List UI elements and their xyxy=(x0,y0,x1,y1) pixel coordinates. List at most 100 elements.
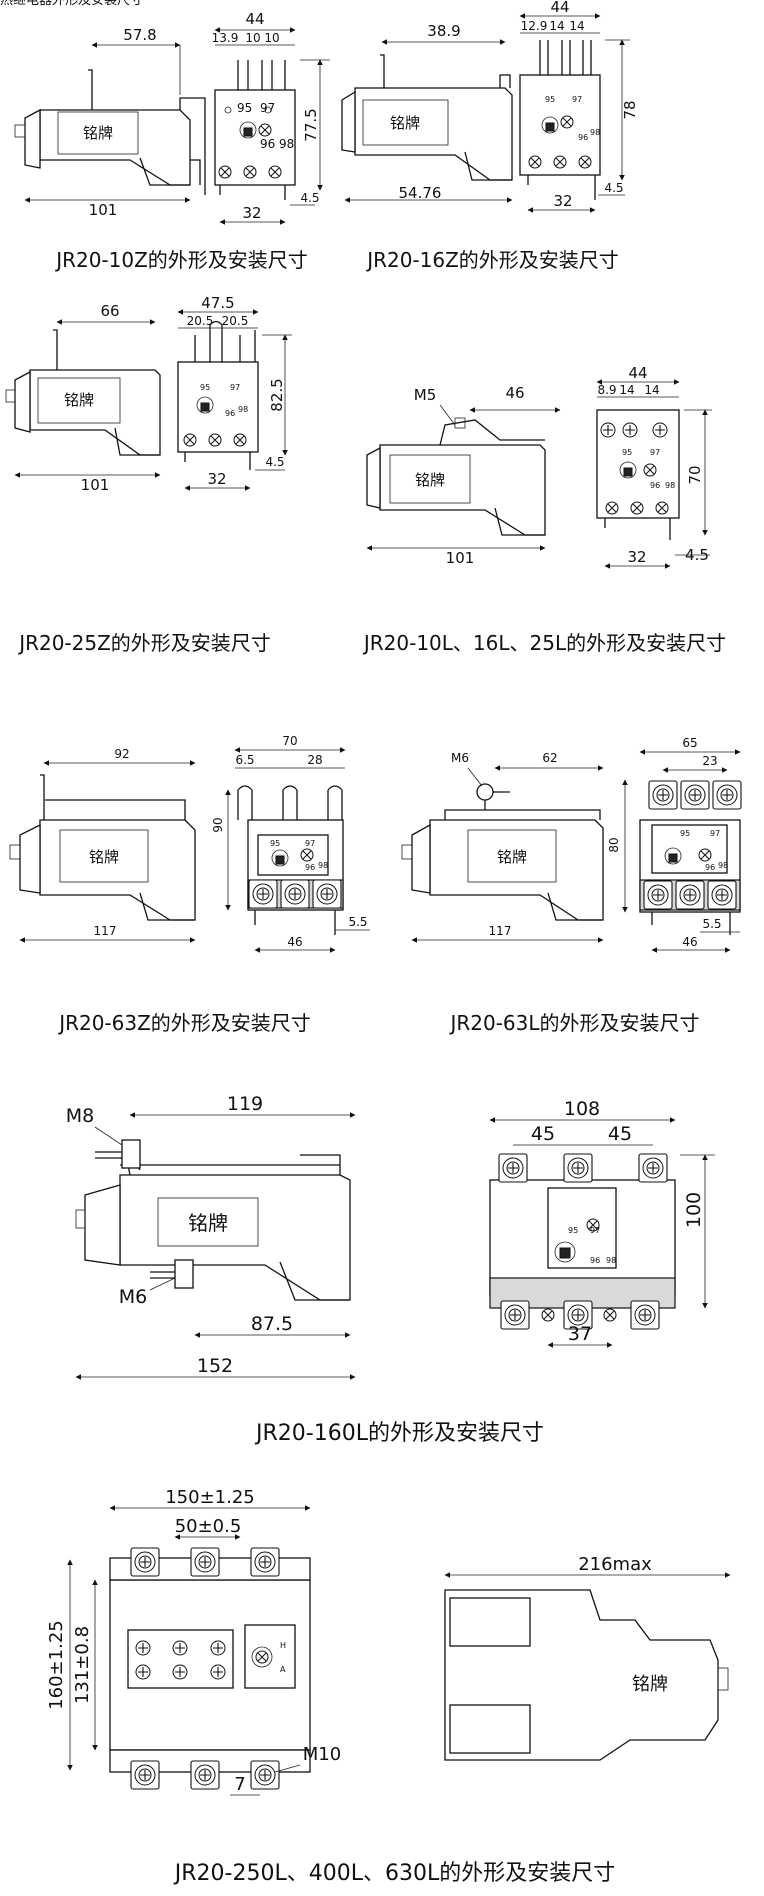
terminal-97: 97 xyxy=(710,829,720,838)
dim-82-5: 82.5 xyxy=(268,378,286,411)
terminal-96: 96 xyxy=(705,863,715,872)
dim-66: 66 xyxy=(100,302,119,320)
front-view xyxy=(214,60,296,200)
dim-23: 23 xyxy=(702,754,717,768)
dim-216max: 216max xyxy=(578,1554,652,1575)
terminal-97: 97 xyxy=(572,95,582,104)
header-fragment: 热继电器外形及安装尺寸 xyxy=(0,0,143,8)
dim-10-a: 10 xyxy=(245,31,260,45)
dim-101: 101 xyxy=(89,201,118,219)
terminal-95: 95 xyxy=(680,829,690,838)
terminal-95: 95 xyxy=(568,1226,578,1235)
dim-78: 78 xyxy=(621,100,639,119)
caption-jr20-16z: JR20-16Z的外形及安装尺寸 xyxy=(365,248,619,272)
caption-jr20-63l: JR20-63L的外形及安装尺寸 xyxy=(448,1011,699,1035)
dim-20-5-a: 20.5 xyxy=(187,314,214,328)
front-view xyxy=(596,409,680,540)
dim-101: 101 xyxy=(81,476,110,494)
dim-119: 119 xyxy=(227,1093,263,1115)
dim-77-5: 77.5 xyxy=(302,108,320,141)
dim-117: 117 xyxy=(489,924,512,938)
terminal-98: 98 xyxy=(279,137,294,151)
nameplate-label: 铭牌 xyxy=(415,471,445,489)
dim-m5: M5 xyxy=(414,386,437,404)
dim-152: 152 xyxy=(197,1355,233,1377)
dim-92: 92 xyxy=(114,747,129,761)
panel-jr20-10l-16l-25l: 铭牌 95 97 96 98 M5 46 101 44 8.9 14 14 70 xyxy=(362,364,726,655)
dim-28: 28 xyxy=(307,753,322,767)
dim-160: 160±1.25 xyxy=(46,1620,67,1710)
panel-jr20-250l-400l-630l: H A 150±1.25 50±0.5 160±1.25 131±0.8 M10… xyxy=(46,1487,731,1886)
dim-m6: M6 xyxy=(119,1286,147,1308)
caption-jr20-10z: JR20-10Z的外形及安装尺寸 xyxy=(54,248,308,272)
terminal-95: 95 xyxy=(545,95,555,104)
nameplate-label: 铭牌 xyxy=(497,848,527,866)
terminal-96: 96 xyxy=(578,133,588,142)
nameplate-label: 铭牌 xyxy=(83,124,113,142)
dim-32: 32 xyxy=(242,204,261,222)
terminal-98: 98 xyxy=(238,405,248,414)
dim-12-9: 12.9 xyxy=(521,19,548,33)
dim-5-5: 5.5 xyxy=(348,915,367,929)
dim-70: 70 xyxy=(282,734,297,748)
dim-32: 32 xyxy=(207,470,226,488)
terminal-97: 97 xyxy=(590,1226,600,1235)
dim-8-9: 8.9 xyxy=(597,383,616,397)
dim-45-b: 45 xyxy=(608,1123,632,1145)
dim-65: 65 xyxy=(682,736,697,750)
front-view xyxy=(519,40,601,200)
terminal-98: 98 xyxy=(318,861,328,870)
front-view xyxy=(489,1153,676,1330)
dim-38-9: 38.9 xyxy=(427,22,460,40)
terminal-96: 96 xyxy=(305,863,315,872)
dim-47-5: 47.5 xyxy=(201,294,234,312)
dim-46: 46 xyxy=(682,935,697,949)
dim-44: 44 xyxy=(628,364,647,382)
terminal-97: 97 xyxy=(305,839,315,848)
dim-4-5: 4.5 xyxy=(604,181,623,195)
terminal-96: 96 xyxy=(225,409,235,418)
terminal-96: 96 xyxy=(590,1256,600,1265)
dim-20-5-b: 20.5 xyxy=(222,314,249,328)
front-view xyxy=(109,1547,311,1790)
terminal-95: 95 xyxy=(237,101,252,115)
panel-jr20-160l: 铭牌 95 97 96 98 M8 119 M6 87.5 1 xyxy=(66,1093,715,1446)
dim-13-9: 13.9 xyxy=(212,31,239,45)
terminal-h: H xyxy=(280,1641,286,1650)
terminal-97: 97 xyxy=(650,448,660,457)
dim-7: 7 xyxy=(234,1774,245,1795)
dim-14-a: 14 xyxy=(619,383,634,397)
dim-70: 70 xyxy=(686,465,704,484)
terminal-96: 96 xyxy=(260,137,275,151)
dim-54-76: 54.76 xyxy=(399,184,442,202)
nameplate-label: 铭牌 xyxy=(89,848,119,866)
dim-108: 108 xyxy=(564,1098,600,1120)
terminal-98: 98 xyxy=(718,861,728,870)
panel-jr20-25z: 铭牌 95 97 96 98 66 101 47.5 20.5 20.5 82.… xyxy=(5,294,292,655)
dim-32: 32 xyxy=(553,192,572,210)
nameplate-label: 铭牌 xyxy=(632,1674,668,1695)
side-view xyxy=(14,69,206,195)
dim-87-5: 87.5 xyxy=(251,1313,293,1335)
dim-4-5: 4.5 xyxy=(685,546,709,564)
dim-44: 44 xyxy=(550,0,569,16)
panel-jr20-16z: 铭牌 95 97 96 98 38.9 54.76 44 12.9 14 14 … xyxy=(341,0,639,272)
nameplate-label: 铭牌 xyxy=(188,1211,228,1235)
dim-100: 100 xyxy=(683,1192,705,1228)
front-view xyxy=(639,780,742,935)
dim-m10: M10 xyxy=(303,1744,341,1765)
dim-14-b: 14 xyxy=(569,19,584,33)
dim-101: 101 xyxy=(446,549,475,567)
dim-37: 37 xyxy=(568,1323,592,1345)
panel-jr20-63z: 铭牌 95 97 96 98 92 117 70 6.5 28 90 xyxy=(9,734,370,1035)
terminal-a: A xyxy=(280,1665,286,1674)
dim-5-5: 5.5 xyxy=(702,917,721,931)
nameplate-label: 铭牌 xyxy=(64,391,94,409)
dim-150: 150±1.25 xyxy=(165,1487,255,1508)
dim-50: 50±0.5 xyxy=(175,1516,242,1537)
caption-jr20-10l-16l-25l: JR20-10L、16L、25L的外形及安装尺寸 xyxy=(362,631,726,655)
panel-jr20-63l: 铭牌 95 97 96 98 M6 62 117 80 65 xyxy=(401,736,742,1035)
dim-4-5: 4.5 xyxy=(300,191,319,205)
dim-4-5: 4.5 xyxy=(265,455,284,469)
